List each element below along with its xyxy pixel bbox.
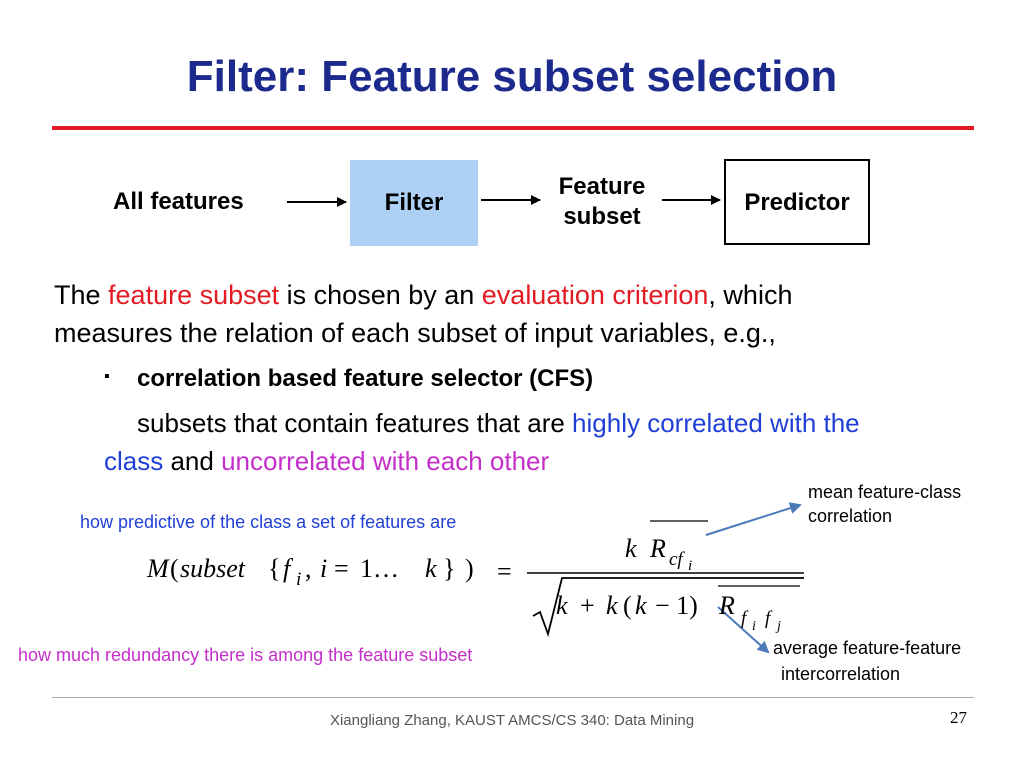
intro-line-1: The feature subset is chosen by an evalu… [54,276,792,314]
denominator-sub-i: i [752,619,756,634]
title-underline [52,126,974,130]
feature-subset-term: feature subset [108,280,280,310]
intro-text: The [54,280,109,310]
footer-divider [52,697,974,698]
denominator-plus: + [580,591,595,620]
formula-equals: = [497,557,512,586]
filter-label: Filter [384,189,444,216]
formula-M: M [146,554,170,583]
formula-paren: ( [170,554,179,583]
denominator-sub-j: j [775,619,781,634]
formula-f-sub: i [296,569,301,590]
predictive-annotation: how predictive of the class a set of fea… [80,512,457,532]
denominator-sub-f1: f [741,608,749,629]
mean-annotation-line1: mean feature-class [808,482,962,502]
mean-annotation-line2: correlation [808,506,893,526]
average-annotation-line2: intercorrelation [781,664,901,684]
all-features-label: All features [113,188,244,215]
denominator-k3: k [635,591,647,620]
average-intercorrelation-annotation: average feature-feature intercorrelation [773,635,961,687]
formula-f: f [283,554,294,583]
feature-subset-label: Feature subset [538,172,666,232]
filter-box: Filter [350,160,478,246]
formula-k: k [425,554,437,583]
feature-subset-line2: subset [563,203,641,230]
cfs-text: and [163,446,222,476]
formula-subset: subset [180,554,246,583]
numerator-R: R [649,534,666,563]
predictor-box: Predictor [724,159,870,245]
class-term: class [104,446,164,476]
evaluation-criterion-term: evaluation criterion [481,280,709,310]
slide-title: Filter: Feature subset selection [186,52,838,101]
denominator-k1: k [556,591,568,620]
arrow-mean-correlation [705,502,802,536]
feature-subset-line1: Feature [558,173,646,200]
denominator-paren: ( [623,591,632,620]
page-number: 27 [950,708,967,727]
intro-text: is chosen by an [279,280,482,310]
average-annotation-line1: average feature-feature [773,638,962,658]
cfs-description-line-2: class and uncorrelated with each other [104,446,549,477]
redundancy-annotation: how much redundancy there is among the f… [18,645,473,665]
bullet-marker: ▪ [104,368,110,385]
intro-line-2: measures the relation of each subset of … [54,318,776,348]
numerator-sub-cf: cf [669,549,685,570]
numerator-sub-i: i [688,558,692,574]
denominator-sub-f2: f [765,608,773,629]
formula-comma: , [305,554,312,583]
formula-inner-equals: = [334,554,349,583]
cfs-bullet: correlation based feature selector (CFS) [137,365,594,392]
formula-brace: { [268,554,280,583]
arrow-average-intercorrelation [717,606,770,654]
square-root-sign [532,577,804,638]
cfs-text: subsets that contain features that are [137,408,573,438]
formula-range: 1… [360,554,399,583]
highly-correlated-term: highly correlated with the [572,408,860,438]
predictor-label: Predictor [744,189,850,216]
formula-brace-close: } [443,554,455,583]
cfs-description-line-1: subsets that contain features that are h… [137,408,860,439]
denominator-k2: k [606,591,618,620]
uncorrelated-term: uncorrelated with each other [221,446,550,476]
denominator-R: R [718,591,735,620]
numerator-k: k [625,534,637,563]
denominator-minus-one: − 1) [655,591,698,620]
intro-text: , which [708,280,793,310]
mean-correlation-annotation: mean feature-class correlation [808,480,961,528]
formula-paren-close: ) [465,554,474,583]
formula-i: i [320,554,327,583]
footer-text: Xiangliang Zhang, KAUST AMCS/CS 340: Dat… [329,712,695,729]
